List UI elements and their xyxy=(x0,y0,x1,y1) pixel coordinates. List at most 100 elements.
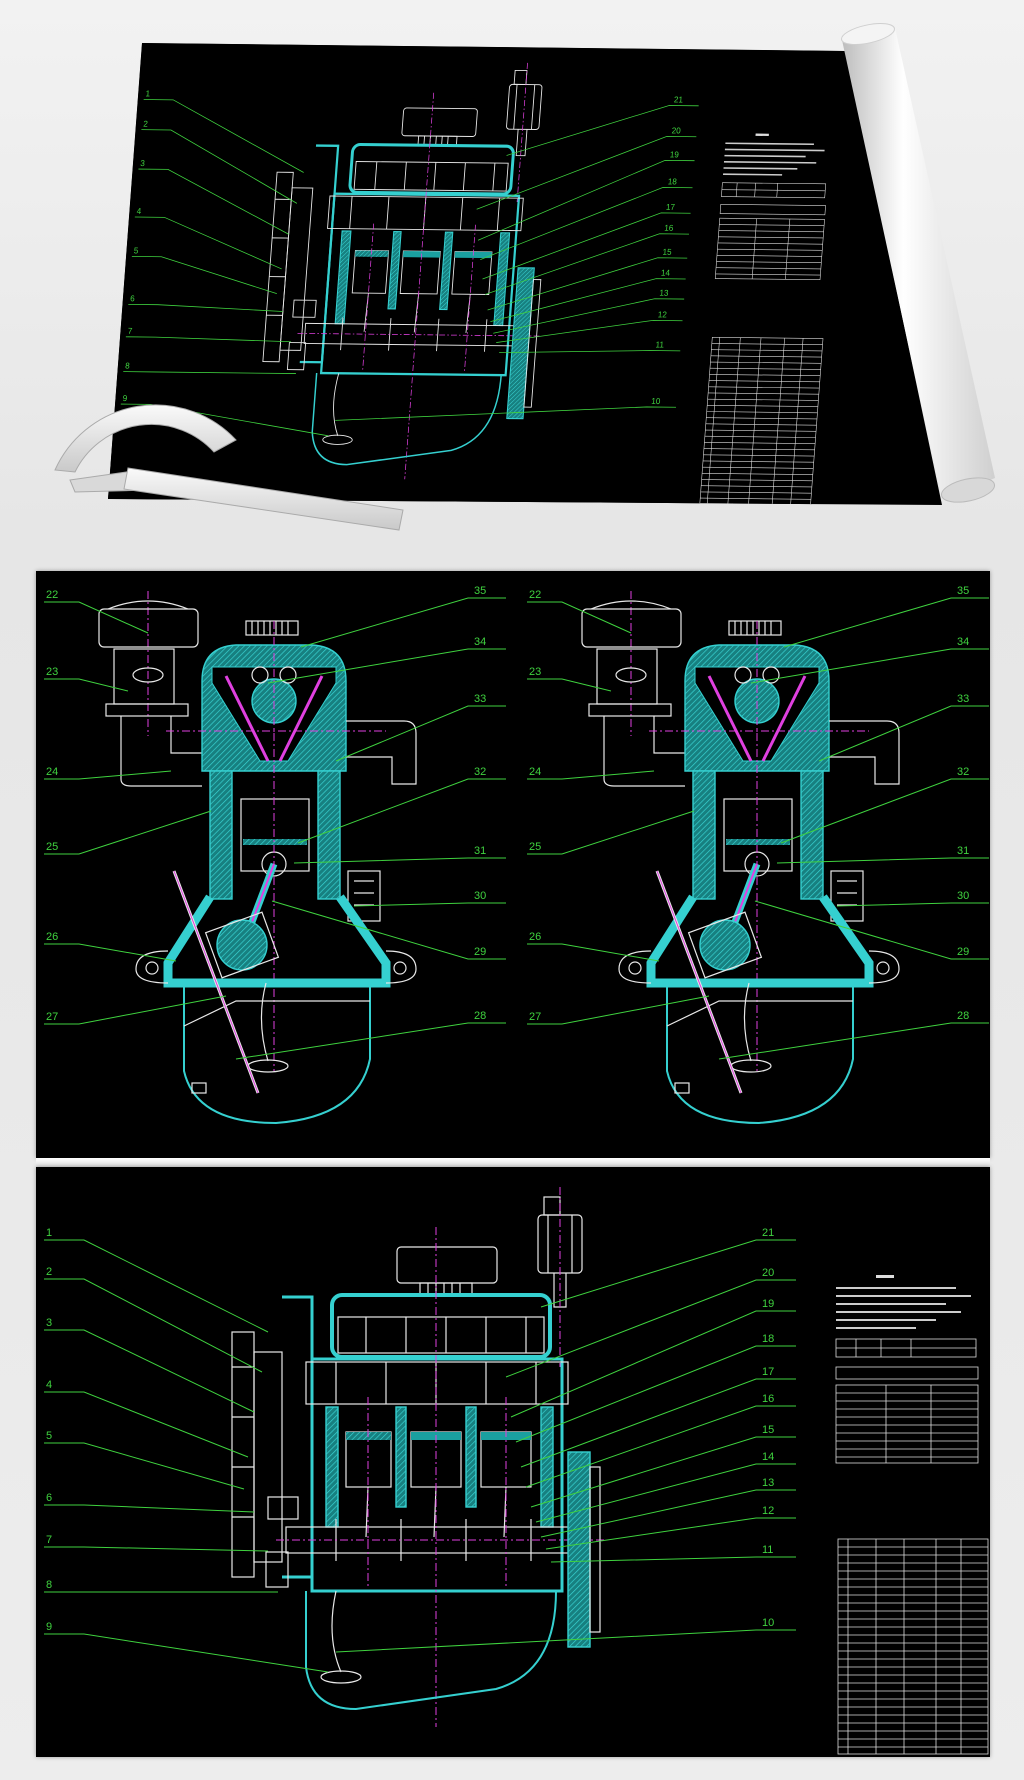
valve-cover xyxy=(330,1293,552,1359)
leader-line xyxy=(267,648,506,684)
part-callouts: 2223242526273534333231302928222324252627… xyxy=(44,585,989,1060)
part-number-label: 26 xyxy=(529,931,541,943)
leader-line xyxy=(527,601,632,634)
cylinder-block xyxy=(276,1227,606,1727)
oil-pan xyxy=(172,870,371,1125)
leader-line xyxy=(44,995,227,1025)
leader-line xyxy=(540,1239,796,1308)
leader-line xyxy=(718,1022,989,1060)
leader-line xyxy=(520,1378,796,1468)
part-number-label: 29 xyxy=(474,946,486,958)
leader-line xyxy=(527,943,660,962)
part-number-label: 12 xyxy=(762,1505,774,1517)
part-number-label: 29 xyxy=(957,946,969,958)
part-number-label: 30 xyxy=(474,890,486,902)
cylinder-block xyxy=(209,621,381,1071)
engine-side-section xyxy=(98,591,417,1125)
leader-line xyxy=(505,1279,796,1378)
part-number-label: 34 xyxy=(474,636,486,648)
part-number-label: 11 xyxy=(762,1544,773,1556)
part-number-label: 32 xyxy=(474,766,486,778)
leader-line xyxy=(44,1546,269,1552)
leader-line xyxy=(515,1345,796,1443)
part-number-label: 27 xyxy=(529,1011,541,1023)
leader-line xyxy=(550,1556,796,1563)
leader-line xyxy=(818,705,989,762)
part-number-label: 26 xyxy=(46,931,58,943)
part-number-label: 31 xyxy=(474,845,486,857)
leader-line xyxy=(297,778,506,844)
air-filter xyxy=(98,600,202,787)
leader-line xyxy=(836,902,989,907)
part-number-label: 28 xyxy=(957,1010,969,1022)
leader-line xyxy=(44,601,149,634)
part-number-label: 8 xyxy=(46,1579,52,1591)
part-number-label: 9 xyxy=(46,1621,52,1633)
exhaust-manifold xyxy=(346,720,417,785)
part-number-label: 24 xyxy=(529,766,541,778)
part-number-label: 4 xyxy=(46,1379,52,1391)
part-number-label: 35 xyxy=(957,585,969,597)
leader-line xyxy=(44,770,172,780)
part-number-label: 10 xyxy=(762,1617,774,1629)
part-number-label: 24 xyxy=(46,766,58,778)
leader-line xyxy=(353,902,506,907)
part-number-label: 31 xyxy=(957,845,969,857)
leader-line xyxy=(44,1278,263,1373)
leader-line xyxy=(527,770,655,780)
specification-table xyxy=(835,1338,979,1464)
leader-line xyxy=(776,857,989,864)
leader-line xyxy=(44,1633,329,1673)
part-number-label: 16 xyxy=(762,1393,774,1405)
leader-line xyxy=(44,1442,245,1490)
distributor xyxy=(537,1187,583,1367)
part-number-label: 7 xyxy=(46,1534,52,1546)
panel-divider xyxy=(36,1158,990,1167)
paper-roll xyxy=(841,23,996,503)
ruler-arm xyxy=(123,467,404,531)
part-number-label: 34 xyxy=(957,636,969,648)
leader-line xyxy=(535,1463,796,1523)
leader-line xyxy=(235,1022,506,1060)
part-number-label: 19 xyxy=(762,1298,774,1310)
leader-line xyxy=(44,1239,269,1333)
engine-front-section xyxy=(231,1187,606,1727)
rolled-drawing-scene xyxy=(54,23,996,531)
leader-line xyxy=(335,705,506,762)
leader-line xyxy=(540,1489,796,1538)
leader-line xyxy=(44,1329,255,1413)
leader-line xyxy=(44,1504,255,1513)
leader-line xyxy=(783,597,989,648)
leader-line xyxy=(44,810,212,855)
leader-line xyxy=(335,1629,796,1653)
part-number-label: 32 xyxy=(957,766,969,778)
leader-line xyxy=(510,1310,796,1418)
leader-line xyxy=(750,648,989,684)
crankcase xyxy=(135,862,417,988)
side-section-drawing: 2223242526273534333231302928222324252627… xyxy=(44,585,989,1158)
part-number-label: 18 xyxy=(762,1333,774,1345)
part-number-label: 21 xyxy=(762,1227,774,1239)
part-number-label: 23 xyxy=(46,666,58,678)
part-number-label: 22 xyxy=(46,589,58,601)
cylinder-head xyxy=(166,620,386,772)
part-number-label: 1 xyxy=(46,1227,52,1239)
leader-line xyxy=(271,900,506,960)
flywheel xyxy=(567,1451,601,1648)
part-number-label: 23 xyxy=(529,666,541,678)
part-number-label: 25 xyxy=(46,841,58,853)
oil-pan xyxy=(305,1590,557,1711)
part-number-label: 13 xyxy=(762,1477,774,1489)
part-number-label: 5 xyxy=(46,1430,52,1442)
leader-line xyxy=(293,857,506,864)
parts-list-table xyxy=(837,1538,989,1755)
leader-line xyxy=(44,943,177,962)
leader-line xyxy=(527,678,612,692)
part-number-label: 35 xyxy=(474,585,486,597)
part-number-label: 33 xyxy=(474,693,486,705)
leader-line xyxy=(44,1391,249,1458)
part-number-label: 20 xyxy=(762,1267,774,1279)
